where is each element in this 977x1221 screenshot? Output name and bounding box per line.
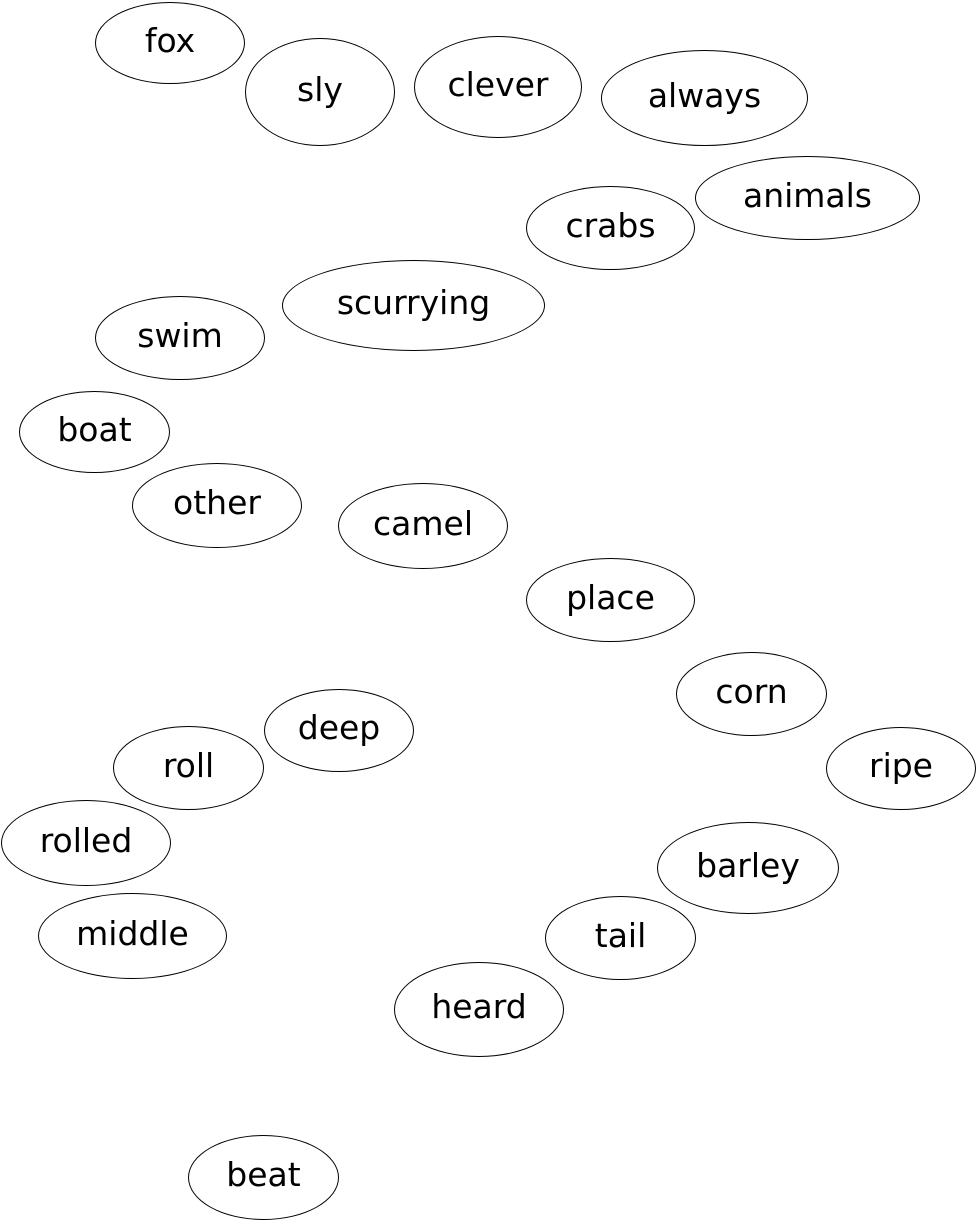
word-scurrying: scurrying [336, 283, 491, 322]
word-oval-crabs: crabs [526, 186, 695, 270]
word-oval-other: other [132, 463, 302, 548]
word-roll: roll [162, 745, 215, 785]
word-oval-fox: fox [95, 2, 245, 84]
word-other: other [173, 483, 261, 522]
word-heard: heard [431, 987, 527, 1026]
word-oval-swim: swim [95, 296, 265, 380]
word-corn: corn [715, 671, 788, 711]
word-boat: boat [57, 409, 132, 449]
word-oval-roll: roll [113, 726, 264, 810]
word-oval-always: always [601, 50, 808, 146]
word-crabs: crabs [565, 205, 656, 245]
word-oval-barley: barley [657, 822, 839, 914]
word-tail: tail [594, 915, 647, 955]
word-barley: barley [696, 845, 800, 885]
word-sly: sly [297, 69, 343, 109]
word-oval-tail: tail [545, 896, 696, 980]
word-oval-rolled: rolled [1, 800, 171, 886]
word-oval-camel: camel [338, 483, 508, 569]
word-oval-sly: sly [245, 38, 395, 146]
word-rolled: rolled [39, 820, 133, 860]
word-oval-place: place [526, 558, 695, 642]
word-oval-middle: middle [38, 893, 227, 979]
word-oval-corn: corn [676, 652, 827, 736]
word-camel: camel [373, 503, 473, 543]
word-oval-clever: clever [414, 36, 582, 138]
word-oval-animals: animals [695, 156, 920, 240]
word-oval-heard: heard [394, 962, 564, 1057]
word-fox: fox [144, 20, 196, 60]
word-oval-deep: deep [264, 689, 414, 772]
word-clever: clever [447, 64, 549, 104]
word-swim: swim [137, 315, 223, 355]
word-beat: beat [226, 1155, 301, 1194]
word-ripe: ripe [869, 746, 933, 785]
word-always: always [647, 75, 762, 115]
word-oval-beat: beat [188, 1135, 339, 1220]
word-place: place [566, 577, 655, 617]
word-oval-boat: boat [19, 391, 170, 473]
word-middle: middle [76, 913, 189, 953]
word-oval-ripe: ripe [826, 727, 976, 810]
word-animals: animals [742, 175, 873, 215]
word-oval-scurrying: scurrying [282, 260, 545, 351]
word-deep: deep [297, 708, 381, 747]
